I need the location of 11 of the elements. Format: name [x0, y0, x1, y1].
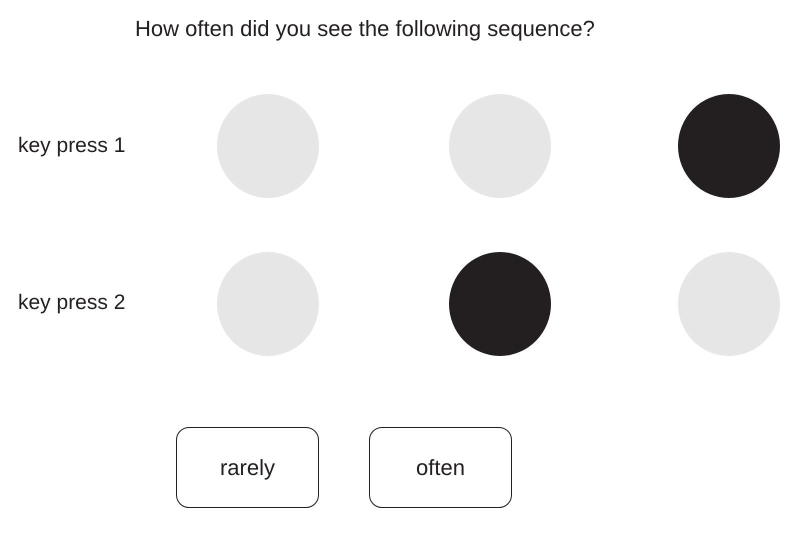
- highlighted-stimulus-circle: [449, 252, 551, 356]
- stimulus-circle: [217, 94, 319, 198]
- response-button: rarely: [176, 427, 319, 508]
- stimulus-circle: [217, 252, 319, 356]
- stimulus-circle: [449, 94, 551, 198]
- row-label: key press 1: [18, 134, 126, 158]
- stimulus-circle: [678, 252, 780, 356]
- response-button: often: [369, 427, 512, 508]
- question-text: How often did you see the following sequence?: [135, 16, 595, 42]
- highlighted-stimulus-circle: [678, 94, 780, 198]
- row-label: key press 2: [18, 291, 126, 315]
